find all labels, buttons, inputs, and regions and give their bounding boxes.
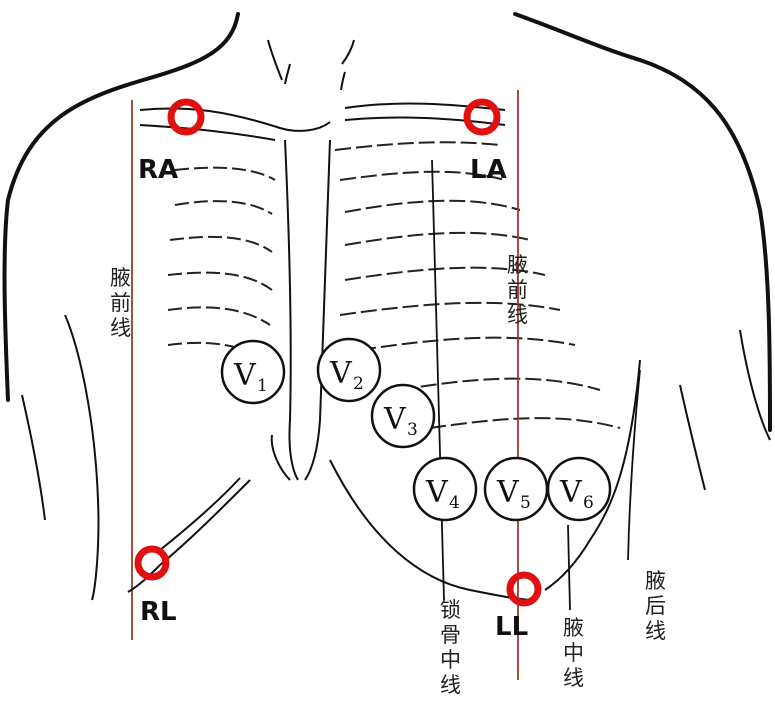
svg-text:线: 线 [110,316,131,340]
midclavicular-label: 锁 骨 中 线 [440,598,461,697]
svg-text:线: 线 [563,666,584,690]
svg-text:线: 线 [440,673,461,697]
v5-letter: V [496,475,520,510]
arm-pit-lines [22,315,770,600]
v3-electrode[interactable]: V 3 [372,385,434,447]
torso-outline [5,14,770,430]
posterior-axillary-label: 腋 后 线 [645,569,666,643]
v1-electrode[interactable]: V 1 [222,341,284,403]
v3-letter: V [383,402,407,437]
torso-left-contour [5,14,238,400]
v5-electrode[interactable]: V 5 [485,458,547,520]
svg-text:后: 后 [645,594,666,618]
mid-axillary-line [568,525,570,610]
posterior-axillary-line [628,370,640,560]
v4-electrode[interactable]: V 4 [414,458,476,520]
svg-text:中: 中 [563,641,584,665]
svg-text:线: 线 [507,303,528,327]
svg-text:腋: 腋 [507,253,528,277]
svg-text:腋: 腋 [645,569,666,593]
v1-number: 1 [257,376,268,396]
v2-letter: V [329,356,353,391]
la-electrode[interactable] [467,102,497,132]
mid-axillary-label: 腋 中 线 [563,616,584,690]
svg-text:前: 前 [507,278,528,302]
ll-label: LL [495,612,528,642]
svg-text:骨: 骨 [440,623,461,647]
rl-label: RL [140,597,177,627]
right-ribs [168,168,275,355]
ra-label: RA [138,155,178,185]
svg-text:线: 线 [645,619,666,643]
v1-letter: V [233,358,257,393]
v6-letter: V [559,475,583,510]
svg-text:腋: 腋 [563,616,584,640]
left-anterior-axillary-label: 腋 前 线 [507,253,528,327]
left-ribs [335,142,620,428]
la-label: LA [470,155,507,185]
v6-number: 6 [583,493,594,513]
v2-electrode[interactable]: V 2 [318,339,380,401]
right-anterior-axillary-label: 腋 前 线 [110,266,131,340]
v6-electrode[interactable]: V 6 [548,458,610,520]
svg-text:锁: 锁 [440,598,461,622]
neck-marks [268,40,354,90]
v2-number: 2 [353,374,364,394]
midclavicular-line [432,160,444,600]
svg-text:中: 中 [440,648,461,672]
v3-number: 3 [407,420,418,440]
v4-letter: V [425,475,449,510]
torso-right-contour [515,14,770,430]
sternum [285,140,330,480]
svg-text:腋: 腋 [110,266,131,290]
v5-number: 5 [520,493,531,513]
svg-text:前: 前 [110,291,131,315]
v4-number: 4 [449,493,460,513]
